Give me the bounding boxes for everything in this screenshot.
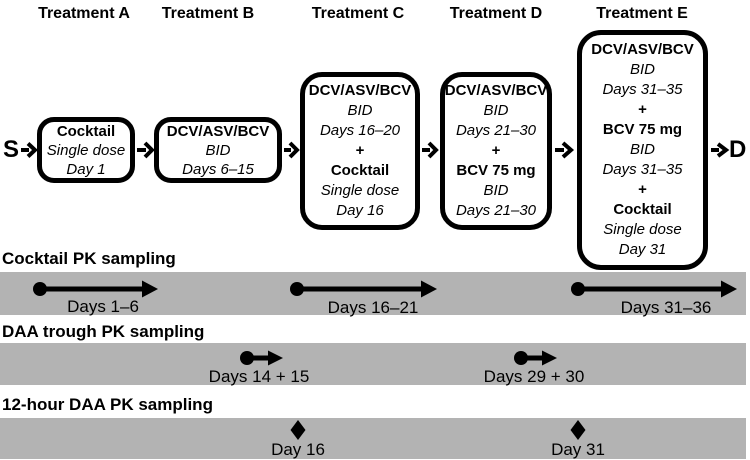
arrow-start-to-a (21, 142, 38, 158)
box-line: Days 6–15 (182, 160, 254, 178)
box-line: + (491, 142, 501, 159)
box-line: Days 21–30 (455, 202, 537, 219)
box-line: + (638, 101, 647, 118)
box-line: BID (483, 102, 509, 119)
header-treatment-b: Treatment B (161, 5, 255, 22)
treatment-d-box: DCV/ASV/BCV BID Days 21–30 + BCV 75 mg B… (440, 72, 552, 230)
box-line: Day 31 (618, 241, 667, 258)
start-label: S (3, 136, 20, 163)
header-treatment-a: Treatment A (38, 5, 130, 22)
daa-trough-label-days-29-30: Days 29 + 30 (483, 367, 585, 386)
cocktail-pk-label-days-1-6: Days 1–6 (67, 297, 139, 316)
arrow-c-to-d (422, 141, 439, 159)
cocktail-pk-sampling-bar (0, 272, 746, 315)
box-line: DCV/ASV/BCV (591, 41, 694, 58)
12-hour-daa-label-day-16: Day 16 (271, 440, 325, 459)
arrow-e-to-end (711, 142, 730, 158)
12-hour-daa-pk-sampling-bar (0, 418, 746, 459)
box-line: Day 16 (336, 202, 384, 219)
box-line: Day 1 (66, 160, 106, 178)
box-line: DCV/ASV/BCV (444, 82, 548, 99)
box-line: BID (629, 61, 655, 78)
12-hour-daa-label-day-31: Day 31 (551, 440, 605, 459)
12-hour-daa-pk-sampling-title: 12-hour DAA PK sampling (2, 395, 213, 414)
box-line: DCV/ASV/BCV (308, 82, 412, 99)
box-line: + (638, 181, 647, 198)
arrow-d-to-e (555, 141, 575, 159)
box-line: Days 21–30 (455, 122, 537, 139)
box-line: BID (205, 141, 231, 159)
box-line: BID (629, 141, 655, 158)
cocktail-pk-label-days-16-21: Days 16–21 (327, 298, 419, 317)
box-line: + (355, 142, 365, 159)
treatment-b-box: DCV/ASV/BCV BID Days 6–15 (154, 117, 282, 183)
daa-trough-label-days-14-15: Days 14 + 15 (208, 367, 310, 386)
box-line: BCV 75 mg (602, 121, 683, 138)
treatment-a-box: Cocktail Single dose Day 1 (37, 117, 135, 183)
box-line: Cocktail (613, 201, 672, 218)
box-line: BID (483, 182, 509, 199)
box-line: Single dose (320, 182, 400, 199)
treatment-c-box: DCV/ASV/BCV BID Days 16–20 + Cocktail Si… (300, 72, 420, 230)
header-treatment-d: Treatment D (449, 5, 543, 22)
box-line: Single dose (46, 141, 126, 159)
header-treatment-c: Treatment C (311, 5, 405, 22)
box-line: Cocktail (56, 122, 116, 140)
box-line: Days 31–35 (602, 81, 683, 98)
box-line: Days 31–35 (602, 161, 683, 178)
treatment-e-box: DCV/ASV/BCV BID Days 31–35 + BCV 75 mg B… (577, 30, 708, 270)
header-treatment-e: Treatment E (596, 5, 688, 22)
box-line: BID (347, 102, 373, 119)
box-line: BCV 75 mg (456, 162, 536, 179)
cocktail-pk-label-days-31-36: Days 31–36 (620, 298, 712, 317)
arrow-a-to-b (137, 141, 155, 159)
daa-trough-pk-sampling-bar (0, 343, 746, 385)
arrow-b-to-c (284, 141, 300, 159)
box-line: Cocktail (330, 162, 390, 179)
box-line: Single dose (603, 221, 682, 238)
daa-trough-pk-sampling-title: DAA trough PK sampling (2, 322, 205, 341)
cocktail-pk-sampling-title: Cocktail PK sampling (2, 249, 176, 268)
box-line: Days 16–20 (319, 122, 401, 139)
end-label: D (729, 136, 747, 163)
box-line: DCV/ASV/BCV (166, 122, 270, 140)
